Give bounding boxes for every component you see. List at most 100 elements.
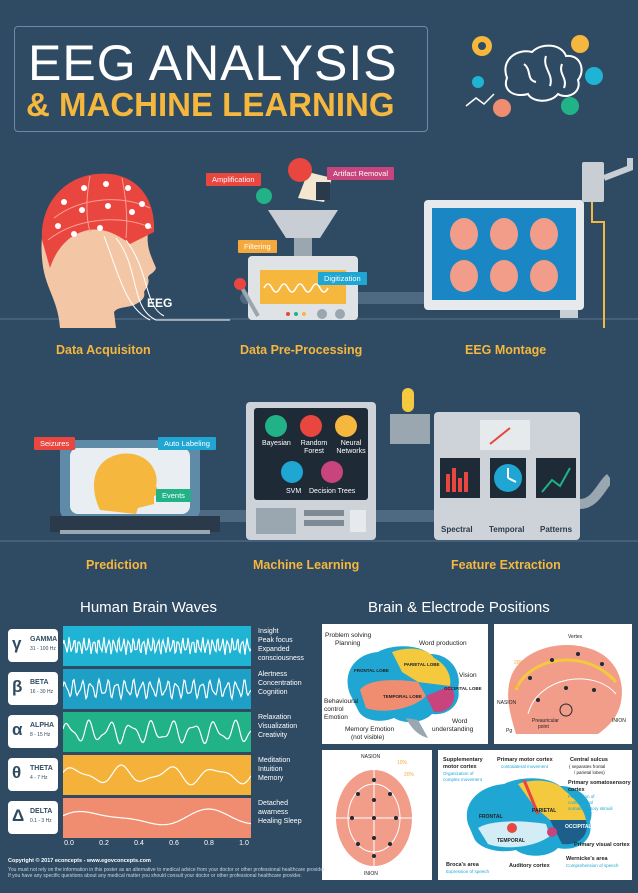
label-point: point <box>538 724 549 730</box>
feature-patterns: Patterns <box>540 525 573 534</box>
label-broca: Broca's area <box>446 862 479 868</box>
cortex-brain-illustration <box>466 778 592 856</box>
random-forest-icon <box>300 415 322 437</box>
label-sma: Supplementary <box>443 757 483 763</box>
stage-data-preprocessing: Data Pre-Processing <box>240 343 363 357</box>
label-word-production: Word production <box>419 640 467 647</box>
label-auditory: Auditory cortex <box>509 863 550 869</box>
tag-filtering: Filtering <box>238 240 277 253</box>
wave-description-line: Memory <box>258 775 284 782</box>
wave-glyph: β <box>12 677 23 696</box>
brain-waves-heading: Human Brain Waves <box>80 599 217 616</box>
label-behavioural: Behavioural <box>324 698 359 705</box>
wave-name: DELTA <box>30 808 53 815</box>
label-frontal-lobe: FRONTAL LOBE <box>354 668 389 673</box>
brain-positions-heading: Brain & Electrode Positions <box>368 599 550 616</box>
wave-plot <box>62 755 252 795</box>
label-frontal: FRONTAL <box>479 814 503 820</box>
tag-digitization: Digitization <box>318 272 367 285</box>
eeg-head-illustration <box>41 173 230 328</box>
eeg-label: EEG <box>147 296 173 310</box>
label-sma-d2: complex movement <box>443 777 483 782</box>
wave-glyph: γ <box>12 634 22 653</box>
brain-icon-cluster <box>465 35 603 117</box>
bayesian-icon <box>265 415 287 437</box>
label-preauricular: Preauricular <box>532 718 559 724</box>
wave-range: 8 - 15 Hz <box>30 732 51 738</box>
label-cs-d1: ( separates frontal <box>569 764 606 769</box>
axis-tick-label: 0.4 <box>134 840 144 847</box>
wave-name: ALPHA <box>30 722 55 729</box>
wave-description-line: Insight <box>258 628 279 635</box>
wave-glyph: θ <box>12 763 22 782</box>
label-pg: Pg <box>506 728 513 734</box>
feature-extraction-machine <box>390 388 610 540</box>
title-line-1: EEG ANALYSIS <box>28 35 398 91</box>
label-broca-d: Expression of speech <box>446 869 490 874</box>
label-percent10-side: 10% <box>509 684 520 690</box>
stage-prediction: Prediction <box>86 558 148 572</box>
neural-network-icon <box>335 415 357 437</box>
wave-range: 0.1 - 3 Hz <box>30 818 52 824</box>
ml-method-icons <box>265 415 357 483</box>
preprocessing-machine <box>234 158 358 320</box>
eeg-montage-monitor <box>424 158 633 328</box>
wave-description-line: Detached <box>258 800 288 807</box>
footer-disclaimer-2: If you have any specific questions about… <box>8 873 302 879</box>
label-temporal-lobe: TEMPORAL LOBE <box>383 694 422 699</box>
wave-plot <box>62 798 252 838</box>
stage-data-acquisition: Data Acquisiton <box>56 343 151 357</box>
wave-description-line: Visualization <box>258 723 298 730</box>
wave-description-line: Peak focus <box>258 637 293 644</box>
label-vision: Vision <box>459 672 477 679</box>
stage-eeg-montage: EEG Montage <box>465 343 547 357</box>
wave-name: THETA <box>30 765 53 772</box>
wave-range: 16 - 30 Hz <box>30 689 54 695</box>
axis-tick-label: 0.2 <box>99 840 109 847</box>
label-psc: Primary somatosensory <box>568 780 631 786</box>
label-percent-side: 20% <box>514 660 525 666</box>
stage-feature-extraction: Feature Extraction <box>451 558 561 572</box>
label-wernicke: Wernicke's area <box>566 856 608 862</box>
wave-description-line: awarness <box>258 809 288 816</box>
label-cs-d2: / parietal lobes) <box>574 770 605 775</box>
ml-bayesian: Bayesian <box>262 440 291 447</box>
label-psc-d2: contralateral <box>568 800 593 805</box>
label-inion-top: INION <box>364 871 378 877</box>
ml-random-forest: Random Forest <box>300 440 328 455</box>
stage-machine-learning: Machine Learning <box>253 558 360 572</box>
label-wernicke-d: Comprehension of speech <box>566 863 619 868</box>
wave-description-line: Concentration <box>258 680 302 687</box>
axis-tick-label: 0.0 <box>64 840 74 847</box>
label-vertex: Vertex <box>568 634 583 640</box>
wave-name: GAMMA <box>30 636 58 643</box>
label-understanding: understanding <box>432 726 474 733</box>
label-not-visible: (not visible) <box>351 734 385 741</box>
wave-description-line: Intuition <box>258 766 283 773</box>
label-control: control <box>324 706 344 713</box>
wave-plot <box>62 669 252 709</box>
ml-machine-controls <box>256 508 366 534</box>
wave-description-line: Expanded <box>258 646 290 653</box>
side-head-illustration <box>508 644 622 734</box>
wave-description-line: Cognition <box>258 689 288 696</box>
wave-description-line: consciousness <box>258 655 304 662</box>
label-inion-side: INION <box>612 718 626 724</box>
tag-seizures: Seizures <box>34 437 76 450</box>
label-pmc-d: contralateral movement <box>501 764 549 769</box>
label-nasion-top: NASION <box>361 754 381 760</box>
label-occipital-lobe: OCCIPITAL LOBE <box>444 686 482 691</box>
wave-description-line: Relaxation <box>258 714 292 721</box>
footer-disclaimer-1: You must not rely on the information in … <box>8 867 326 873</box>
wave-plot <box>62 712 252 752</box>
label-sma-d1: Organization of <box>443 771 474 776</box>
top-head-illustration <box>336 770 412 866</box>
